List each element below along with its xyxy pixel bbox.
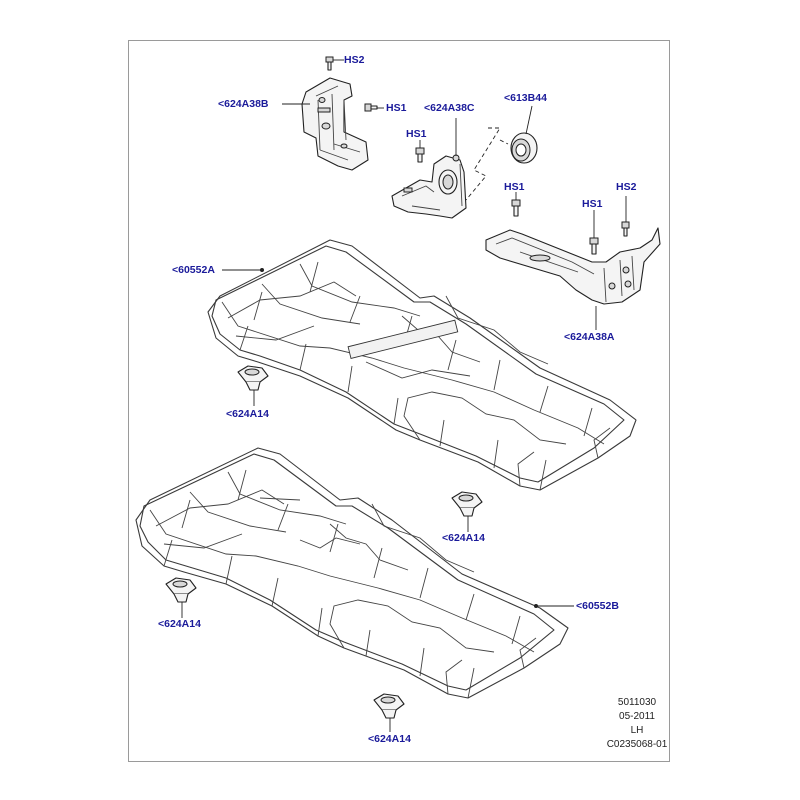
- clip-624a14-upper-left: [237, 365, 269, 406]
- bolt-hs2-right: [621, 196, 630, 237]
- wire-frame-60552a: [207, 239, 637, 491]
- diagram-frame: [128, 40, 670, 762]
- callout-hs2-right[interactable]: HS2: [616, 181, 637, 193]
- callout-624a14-bottom[interactable]: <624A14: [368, 733, 411, 745]
- wire-frame-60552b: [135, 447, 569, 699]
- callout-624a14-lower-left[interactable]: <624A14: [158, 618, 201, 630]
- bolt-hs1-right-mid: [511, 192, 521, 217]
- bolt-hs2-top: [325, 56, 344, 71]
- footer-illustration-code: C0235068-01: [606, 739, 668, 750]
- footer-side: LH: [630, 725, 644, 736]
- callout-60552b[interactable]: <60552B: [576, 600, 619, 612]
- bracket-624a38b: [301, 77, 369, 171]
- callout-624a38c[interactable]: <624A38C: [424, 102, 475, 114]
- callout-624a38b[interactable]: <624A38B: [218, 98, 269, 110]
- callout-hs1-right-mid[interactable]: HS1: [504, 181, 525, 193]
- bracket-624a38c: [391, 154, 467, 219]
- bolt-hs1-top: [364, 103, 384, 112]
- bracket-624a38a: [485, 227, 661, 305]
- clip-624a14-bottom: [373, 693, 405, 732]
- callout-613b44[interactable]: <613B44: [504, 92, 547, 104]
- callout-624a14-mid-right[interactable]: <624A14: [442, 532, 485, 544]
- bushing-613b44: [510, 105, 538, 164]
- bolt-hs1-mid: [415, 140, 425, 163]
- callout-624a38a[interactable]: <624A38A: [564, 331, 615, 343]
- callout-624a14-upper-left[interactable]: <624A14: [226, 408, 269, 420]
- callout-60552a[interactable]: <60552A: [172, 264, 215, 276]
- callout-hs1-top[interactable]: HS1: [386, 102, 407, 114]
- callout-hs1-right[interactable]: HS1: [582, 198, 603, 210]
- bolt-hs1-right: [589, 210, 599, 255]
- footer-reference-number: 5011030: [617, 697, 657, 708]
- callout-hs2-top[interactable]: HS2: [344, 54, 365, 66]
- callout-hs1-mid[interactable]: HS1: [406, 128, 427, 140]
- clip-624a14-mid-right: [451, 491, 483, 532]
- clip-624a14-lower-left: [165, 577, 197, 618]
- footer-date: 05-2011: [619, 711, 655, 722]
